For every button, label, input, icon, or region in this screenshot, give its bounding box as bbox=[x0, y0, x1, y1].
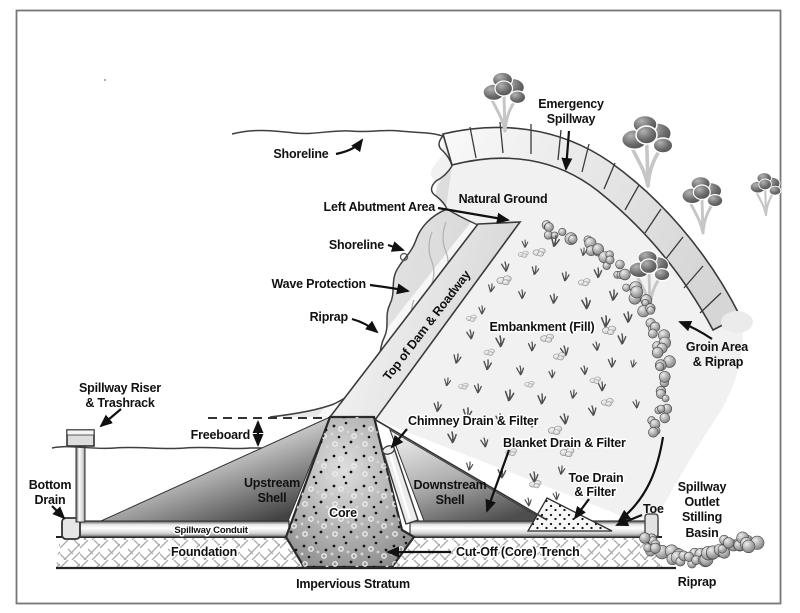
label-upstream-shell: Upstream bbox=[244, 476, 300, 490]
label-wave-protection: Wave Protection bbox=[272, 277, 366, 291]
label-toe-drain: & Filter bbox=[574, 485, 616, 499]
label-toe-drain: Toe Drain bbox=[569, 471, 624, 485]
label-bottom-drain: Drain bbox=[35, 493, 66, 507]
label-groin-area: Groin Area bbox=[686, 340, 749, 354]
upstream-shell-shape bbox=[100, 416, 331, 522]
label-shoreline-upstream: Shoreline bbox=[329, 238, 384, 252]
label-stilling-basin: Outlet bbox=[685, 495, 721, 509]
label-stilling-basin: Stilling bbox=[682, 510, 722, 524]
spillway-end-fade bbox=[721, 311, 753, 333]
label-impervious-stratum: Impervious Stratum bbox=[296, 577, 410, 591]
label-spillway-riser: & Trashrack bbox=[85, 396, 155, 410]
label-foundation: Foundation bbox=[171, 545, 237, 559]
stilling-basin-curve-arrow bbox=[617, 436, 665, 523]
shoreline-line-top bbox=[231, 129, 444, 137]
emergency-spillway-channel bbox=[441, 121, 753, 333]
tree-icon bbox=[749, 171, 782, 217]
label-downstream-shell: Shell bbox=[436, 493, 465, 507]
riprap-upstream-arrow bbox=[351, 317, 379, 334]
chimney-drain-arrow bbox=[390, 428, 408, 449]
shoreline-top-arrow bbox=[335, 138, 364, 156]
left-abutment-arrow bbox=[437, 206, 510, 224]
toe-drain-arrow bbox=[573, 498, 590, 520]
outlet-riprap-rocks bbox=[639, 531, 765, 569]
label-cutoff-trench: Cut-Off (Core) Trench bbox=[456, 545, 580, 559]
core-shape bbox=[284, 415, 416, 569]
label-downstream-shell: Downstream bbox=[413, 478, 486, 492]
groin-riprap-rocks bbox=[541, 220, 676, 438]
emergency-spillway-arrow bbox=[561, 130, 573, 171]
reservoir-waterline bbox=[51, 445, 262, 450]
label-upstream-shell: Shell bbox=[258, 491, 287, 505]
tree-icon bbox=[680, 175, 725, 235]
crest-highlight-stripe bbox=[318, 222, 478, 417]
label-stilling-basin: Basin bbox=[685, 526, 718, 540]
annotation-arrows bbox=[51, 130, 713, 558]
upstream-shoreline-line bbox=[269, 208, 448, 418]
label-bottom-drain: Bottom bbox=[29, 478, 72, 492]
blanket-drain-arrow bbox=[485, 449, 511, 513]
spillway-riser bbox=[66, 429, 95, 523]
label-shoreline-top: Shoreline bbox=[273, 147, 328, 161]
label-emergency-spillway: Spillway bbox=[547, 112, 596, 126]
label-riprap-upstream: Riprap bbox=[310, 310, 349, 324]
shoreline-upstream-arrow bbox=[387, 241, 405, 252]
shoreline-loop-mark bbox=[399, 252, 409, 262]
groin-area-arrow bbox=[678, 320, 713, 340]
natural-ground-area bbox=[270, 127, 743, 527]
label-freeboard: Freeboard bbox=[191, 428, 250, 442]
label-riprap-outlet: Riprap bbox=[678, 575, 717, 589]
label-toe: Toe bbox=[643, 502, 664, 516]
spillway-band-joints bbox=[469, 121, 722, 314]
upstream-face bbox=[270, 166, 478, 417]
tree-icon bbox=[481, 70, 528, 133]
label-stilling-basin: Spillway bbox=[678, 480, 727, 494]
diagram-frame bbox=[15, 9, 782, 605]
bottom-drain-arrow bbox=[51, 505, 66, 520]
label-natural-ground: Natural Ground bbox=[459, 192, 548, 206]
tree-icon bbox=[619, 113, 675, 188]
label-left-abutment-area: Left Abutment Area bbox=[324, 200, 437, 214]
label-spillway-conduit: Spillway Conduit bbox=[174, 525, 248, 536]
label-embankment-fill: Embankment (Fill) bbox=[490, 320, 595, 334]
label-chimney-drain: Chimney Drain & Filter bbox=[408, 414, 539, 428]
label-spillway-riser: Spillway Riser bbox=[79, 381, 161, 395]
abutment-edge-line bbox=[430, 165, 479, 226]
wave-protection-arrow bbox=[369, 283, 410, 295]
riser-arrow bbox=[99, 408, 122, 428]
label-groin-area: & Riprap bbox=[693, 355, 744, 369]
label-emergency-spillway: Emergency bbox=[538, 97, 604, 111]
label-core: Core bbox=[329, 506, 357, 520]
label-blanket-drain: Blanket Drain & Filter bbox=[503, 436, 626, 450]
stray-dot bbox=[104, 79, 106, 81]
bottom-drain-box bbox=[61, 517, 81, 540]
